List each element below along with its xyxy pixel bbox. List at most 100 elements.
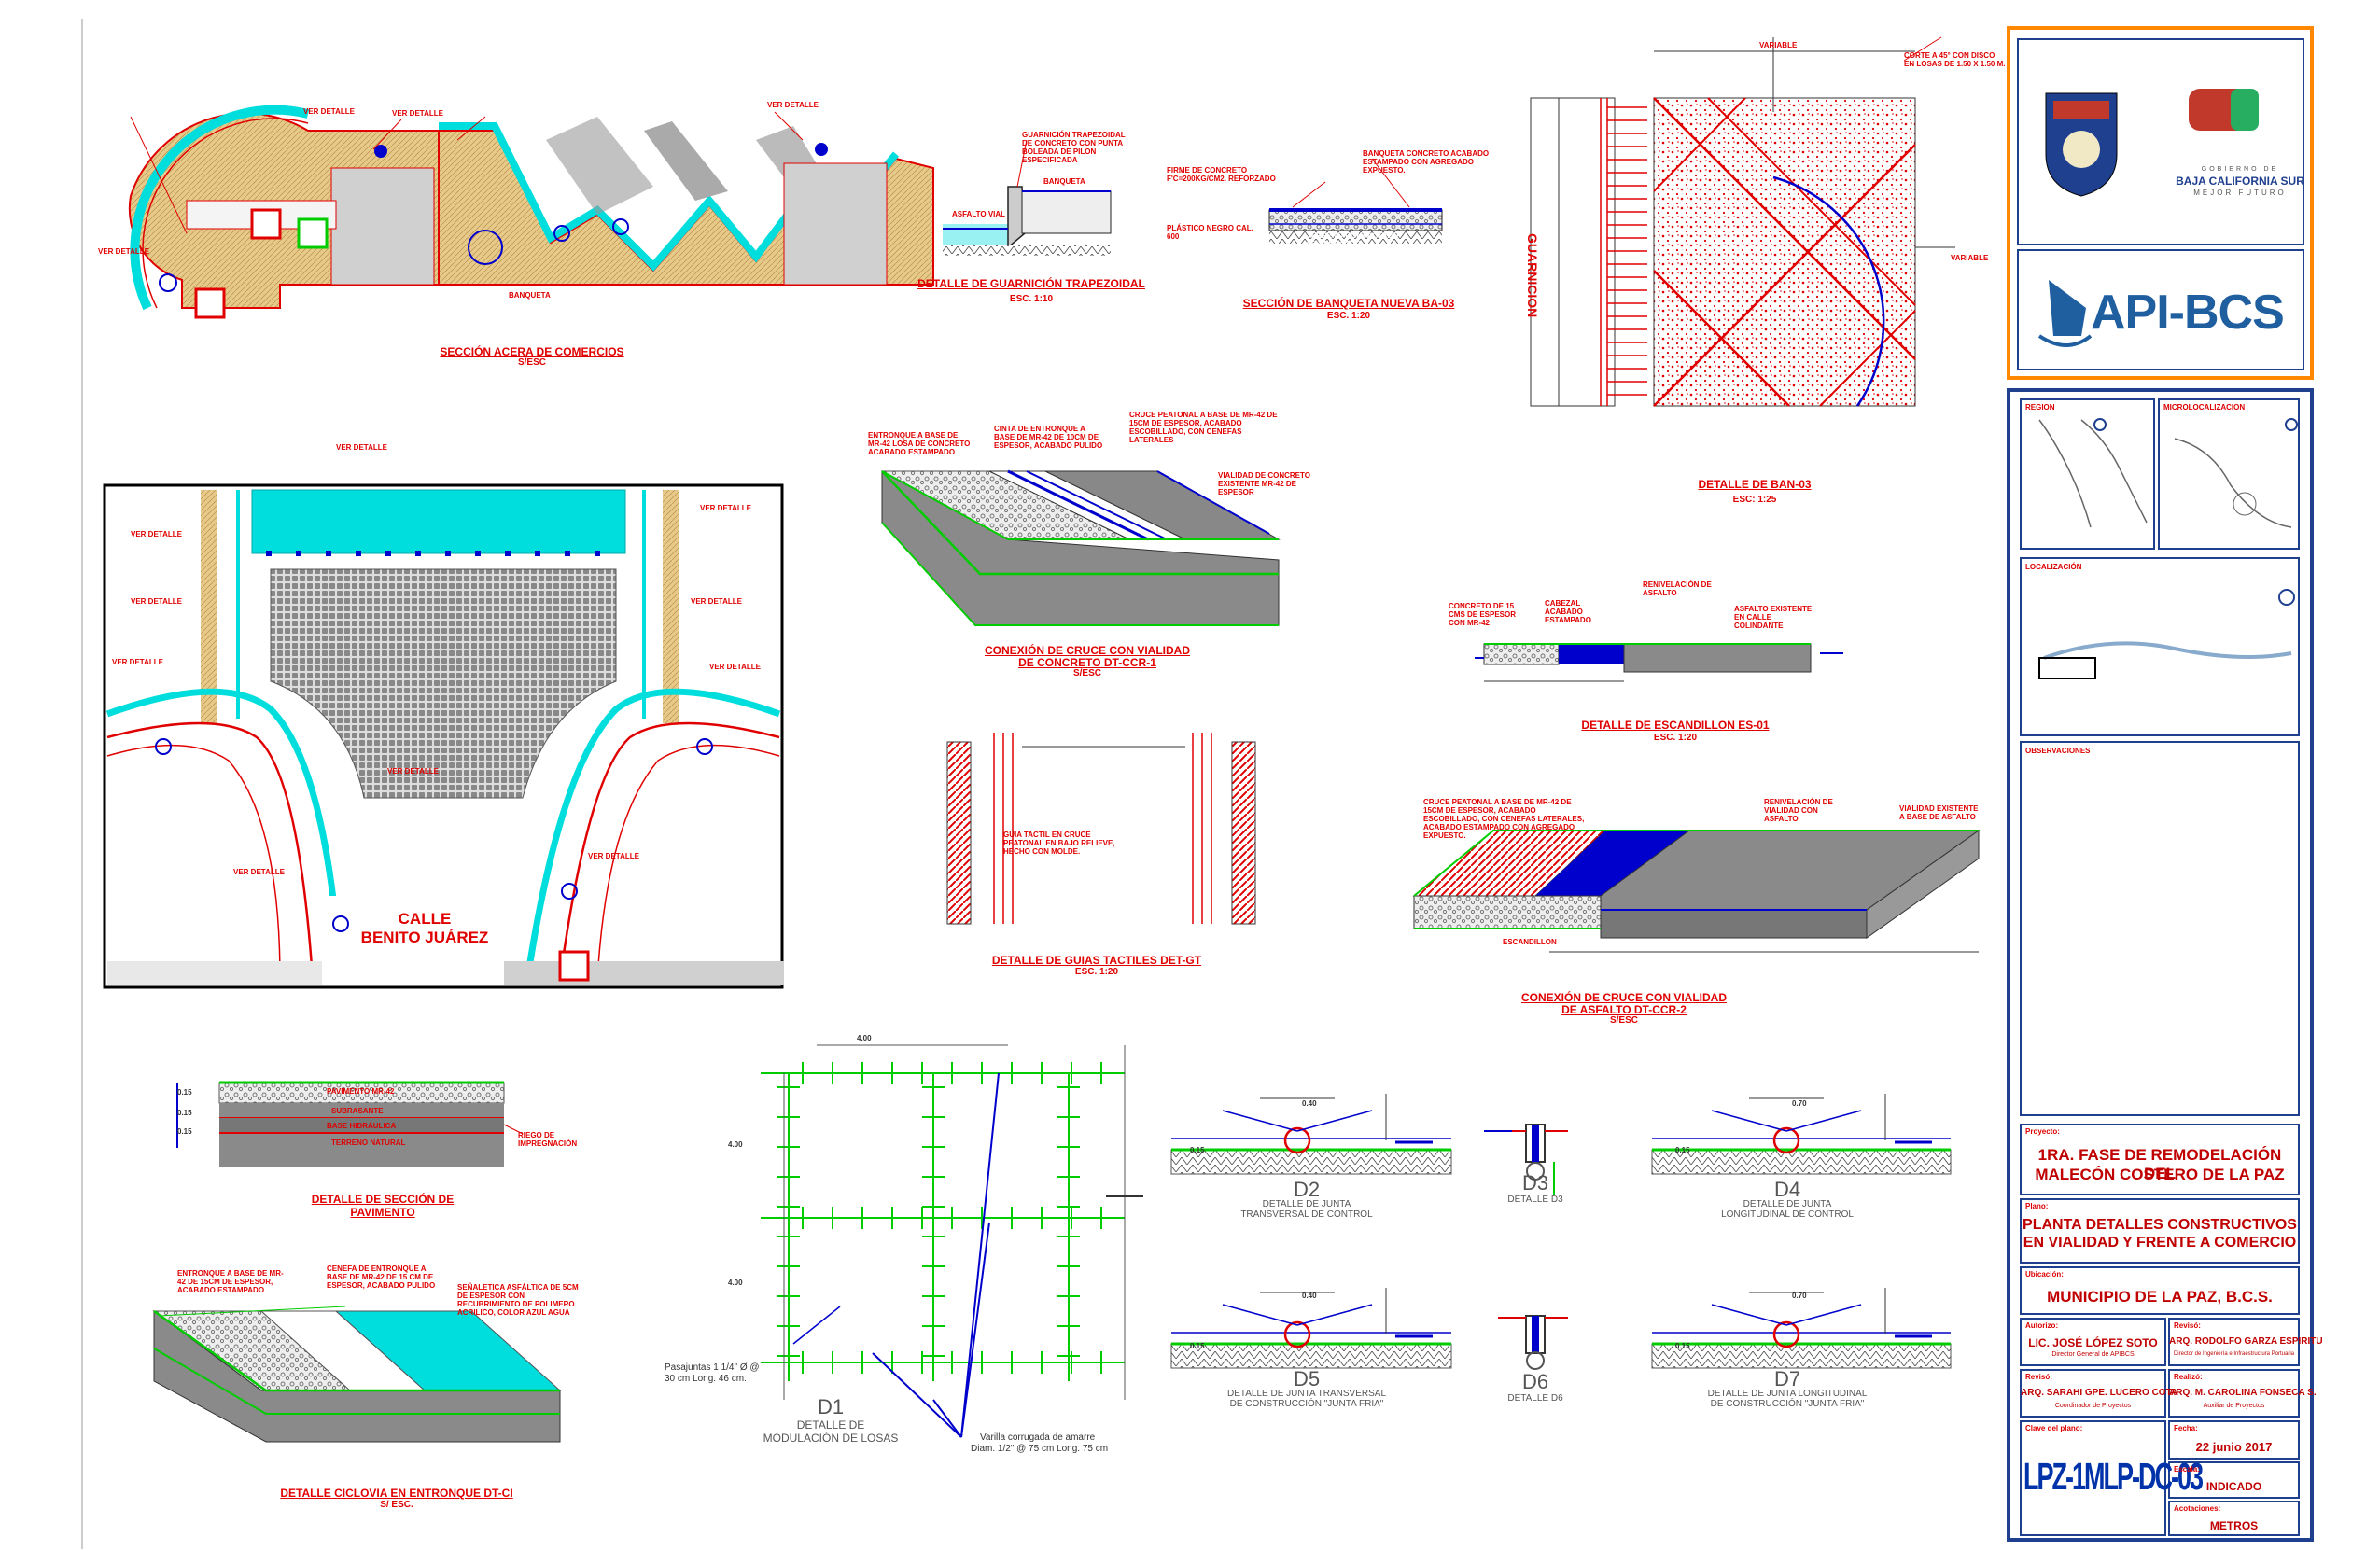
reviso-name: ARQ. RODOLFO GARZA ESPIRITU	[2169, 1336, 2323, 1347]
d5-h: 0.15	[1190, 1342, 1205, 1350]
cruce1-note: CINTA DE ENTRONQUE A BASE DE MR-42 DE 10…	[994, 425, 1103, 450]
d7-label: D7	[1773, 1367, 1801, 1390]
proyecto-line1: 1RA. FASE DE REMODELACIÓN DEL	[2037, 1146, 2282, 1182]
pavimento-drawing	[176, 1081, 524, 1167]
ban03-guarnicion: GUARNICION	[1525, 233, 1540, 318]
escandillon-scale: ESC. 1:20	[1653, 733, 1698, 743]
plan-view	[103, 483, 784, 989]
ban03-drawing	[1530, 36, 1955, 407]
d1-pasajuntas: Pasajuntas 1 1/4" Ø @	[665, 1362, 760, 1373]
ciclovia-drawing	[152, 1306, 562, 1443]
cruce1-note: ENTRONQUE A BASE DE MR-42 LOSA DE CONCRE…	[868, 431, 971, 456]
api-bcs-logo: API-BCS	[2091, 286, 2285, 340]
d2-label: D2	[1293, 1178, 1321, 1201]
realizo-role: Auxiliar de Proyectos	[2203, 1403, 2265, 1409]
observaciones-label: OBSERVACIONES	[2025, 747, 2091, 755]
cruce1-scale: S/ESC	[1072, 668, 1101, 678]
cruce2-note: RENIVELACIÓN DE VIALIDAD CON ASFALTO	[1764, 798, 1833, 823]
clave-value: LPZ-1MLP-DC-03	[2023, 1456, 2204, 1498]
escandillon-title: DETALLE DE ESCANDILLON ES-01	[1581, 719, 1770, 732]
plan-ver-detalle: VER DETALLE	[691, 597, 742, 606]
plan-ver-detalle: VER DETALLE	[131, 597, 182, 606]
d1-dim: 4.00	[728, 1279, 743, 1287]
plano-line1: PLANTA DETALLES CONSTRUCTIVOS	[2023, 1217, 2297, 1233]
acera-ver-detalle: VER DETALLE	[303, 107, 355, 116]
d2-title: TRANSVERSAL DE CONTROL	[1240, 1209, 1373, 1220]
realizo-name: ARQ. M. CAROLINA FONSECA S.	[2169, 1388, 2317, 1398]
d2-title: DETALLE DE JUNTA	[1262, 1199, 1351, 1209]
autorizo-name: LIC. JOSÉ LÓPEZ SOTO	[2028, 1336, 2158, 1349]
pavimento-layer: BASE HIDRÁULICA	[327, 1122, 397, 1130]
reviso-label: Revisó:	[2174, 1321, 2201, 1330]
banqueta-drawing	[1268, 158, 1443, 244]
title-block-frames	[2007, 26, 2314, 1542]
ciclovia-scale: S/ ESC.	[380, 1500, 413, 1510]
acera-drawing	[128, 105, 934, 319]
pavimento-layer: PAVIMENTO MR-42	[327, 1087, 395, 1096]
reviso2-name: ARQ. SARAHI GPE. LUCERO COTA	[2021, 1388, 2178, 1398]
d1-dim: 4.00	[728, 1140, 743, 1149]
cruce2-title: CONEXIÓN DE CRUCE CON VIALIDAD	[1520, 991, 1727, 1004]
d6-drawing	[1498, 1315, 1568, 1370]
micro-label: MICROLOCALIZACION	[2163, 403, 2246, 412]
d5-title: DE CONSTRUCCIÓN "JUNTA FRIA"	[1229, 1399, 1384, 1409]
clave-label: Clave del plano:	[2025, 1424, 2083, 1432]
guias-title: DETALLE DE GUIAS TACTILES DET-GT	[991, 954, 1202, 967]
plan-ver-detalle: VER DETALLE	[112, 658, 163, 666]
ban03-variable: VARIABLE	[1951, 254, 1989, 262]
d5-dim: 0.40	[1302, 1292, 1317, 1300]
d4-dim: 0.70	[1792, 1099, 1807, 1108]
cruce2-note: ESCANDILLON	[1503, 938, 1557, 946]
d3-label: D3	[1521, 1171, 1549, 1195]
d4-label: D4	[1773, 1178, 1801, 1201]
proyecto-label: Proyecto:	[2025, 1127, 2060, 1136]
d2-dim: 0.40	[1302, 1099, 1317, 1108]
autorizo-label: Autorizo:	[2025, 1321, 2059, 1330]
ban03-title: DETALLE DE BAN-03	[1698, 478, 1812, 491]
banqueta-note: TERRENO COMPACTADO 95% PROCTOR	[1307, 231, 1399, 248]
pavimento-riego: IMPREGNACIÓN	[518, 1139, 578, 1148]
d7-title: DE CONSTRUCCIÓN "JUNTA FRIA"	[1710, 1399, 1865, 1409]
ciclovia-note: ENTRONQUE A BASE DE MR-42 DE 15CM DE ESP…	[177, 1269, 284, 1294]
guias-scale: ESC. 1:20	[1074, 967, 1119, 977]
ciclovia-note: SEÑALETICA ASFÁLTICA DE 5CM DE ESPESOR C…	[457, 1283, 579, 1317]
d1-varilla: Diam. 1/2" @ 75 cm Long. 75 cm	[971, 1444, 1109, 1454]
acot-label: Acotaciones:	[2174, 1504, 2221, 1513]
d3-title: DETALLE D3	[1507, 1195, 1563, 1205]
d2-h: 0.15	[1190, 1146, 1205, 1154]
gov-small: GOBIERNO DE	[2201, 166, 2279, 173]
d4-h: 0.15	[1675, 1146, 1690, 1154]
pavimento-dim: 0.15	[177, 1088, 192, 1097]
pavimento-layer: SUBRASANTE	[331, 1107, 384, 1115]
ubicacion-value: MUNICIPIO DE LA PAZ, B.C.S.	[2047, 1288, 2273, 1306]
joint-details	[1170, 1094, 1952, 1369]
ban03-scale: ESC: 1:25	[1732, 495, 1777, 505]
ciclovia-note: CENEFA DE ENTRONQUE A BASE DE MR-42 DE 1…	[327, 1265, 436, 1290]
escandillon-note: CONCRETO DE 15 CMS DE ESPESOR CON MR-42	[1449, 602, 1517, 627]
guarnicion-note: GUARNICIÓN TRAPEZOIDAL DE CONCRETO CON P…	[1022, 131, 1126, 164]
plano-label: Plano:	[2025, 1202, 2049, 1210]
escandillon-drawing	[1475, 643, 1843, 682]
d1-dim: 4.00	[857, 1034, 872, 1042]
plan-ver-detalle: VER DETALLE	[700, 504, 751, 512]
realizo-label: Realizó:	[2174, 1373, 2203, 1381]
acera-ver-detalle: VER DETALLE	[767, 101, 819, 109]
acera-ver-detalle: VER DETALLE	[98, 247, 149, 256]
acera-title: SECCIÓN ACERA DE COMERCIOS	[440, 345, 624, 358]
acera-banqueta: BANQUETA	[509, 291, 551, 300]
guarnicion-title: DETALLE DE GUARNICIÓN TRAPEZOIDAL	[917, 277, 1145, 290]
cruce2-title: DE ASFALTO DT-CCR-2	[1561, 1003, 1687, 1016]
banqueta-note: BANQUETA CONCRETO ACABADO ESTAMPADO CON …	[1363, 149, 1490, 175]
guarnicion-note: ASFALTO VIAL	[952, 210, 1006, 218]
banqueta-scale: ESC. 1:20	[1326, 311, 1371, 321]
plan-ver-detalle: VER DETALLE	[336, 443, 387, 452]
localizacion-label: LOCALIZACIÓN	[2025, 563, 2082, 571]
escala-label: Escala:	[2174, 1465, 2201, 1474]
street-label-1: CALLE	[398, 910, 452, 928]
ciclovia-title: DETALLE CICLOVIA EN ENTRONQUE DT-CI	[280, 1487, 513, 1500]
pavimento-title: PAVIMENTO	[350, 1206, 415, 1219]
pavimento-dim: 0.15	[177, 1127, 192, 1136]
guias-drawing	[946, 733, 1256, 925]
ubicacion-label: Ubicación:	[2025, 1270, 2064, 1279]
guarnicion-scale: ESC. 1:10	[1009, 294, 1054, 304]
